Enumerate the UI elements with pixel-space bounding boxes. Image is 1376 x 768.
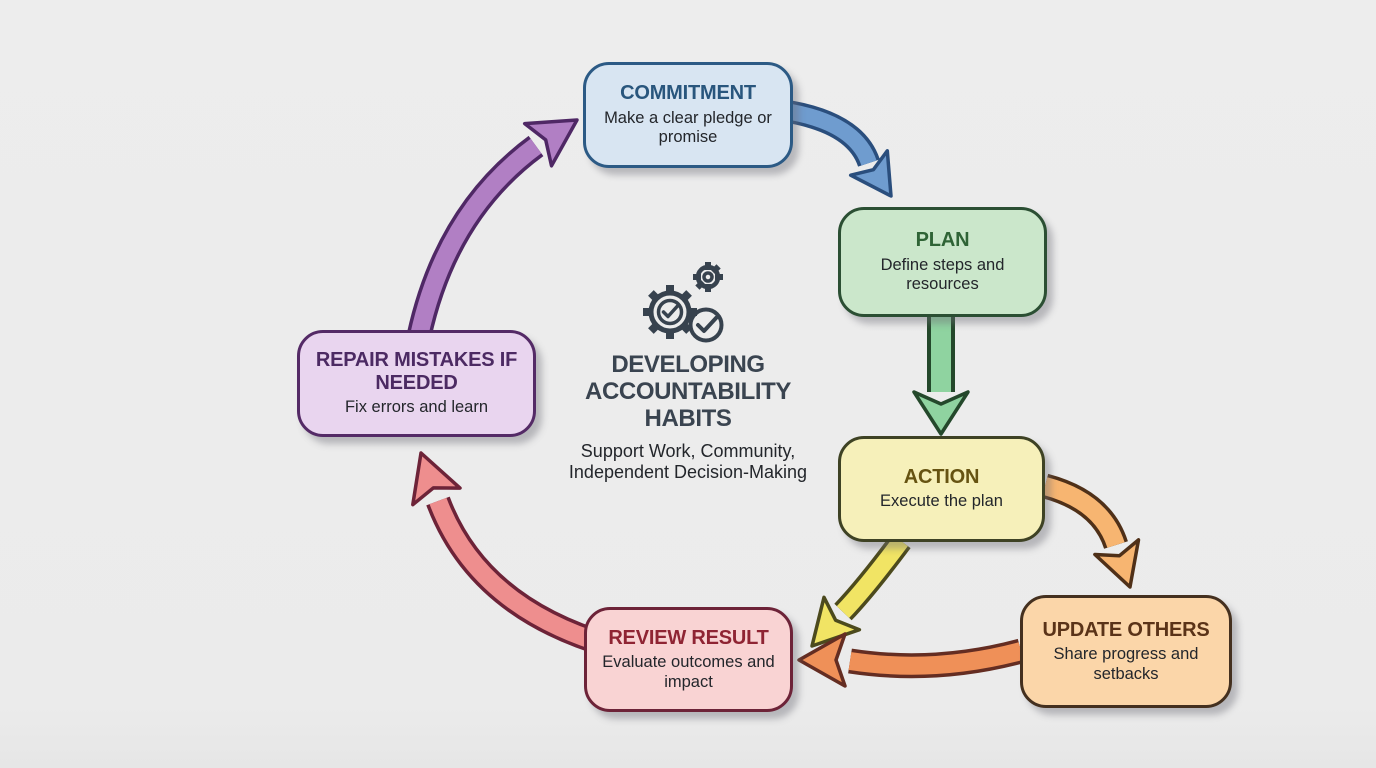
check-circle-icon	[688, 307, 724, 343]
gears-check-icon	[636, 255, 740, 353]
node-review-result-title: REVIEW RESULT	[608, 626, 769, 649]
node-repair-mistakes: REPAIR MISTAKES IF NEEDED Fix errors and…	[297, 330, 536, 437]
node-action: ACTION Execute the plan	[838, 436, 1045, 542]
arrow-action-to-update-others	[1041, 473, 1141, 589]
node-action-subtitle: Execute the plan	[880, 492, 1003, 511]
node-commitment-subtitle: Make a clear pledge or promise	[604, 108, 772, 147]
large-gear-icon	[643, 285, 697, 339]
arrow-update-others-to-review-result	[797, 632, 1025, 688]
node-repair-mistakes-subtitle: Fix errors and learn	[344, 398, 489, 417]
node-commitment-title: COMMITMENT	[620, 82, 756, 105]
node-plan: PLAN Define steps and resources	[838, 207, 1047, 317]
arrow-repair-mistakes-to-commitment	[406, 118, 579, 339]
small-gear-icon	[693, 262, 723, 292]
node-action-title: ACTION	[903, 466, 980, 489]
diagram-subtitle: Support Work, Community, Independent Dec…	[568, 441, 808, 482]
node-plan-subtitle: Define steps and resources	[880, 255, 1005, 294]
diagram-title: DEVELOPING ACCOUNTABILITY HABITS	[585, 351, 791, 432]
arrow-commitment-to-plan	[788, 100, 893, 198]
node-plan-title: PLAN	[915, 229, 970, 252]
node-commitment: COMMITMENT Make a clear pledge or promis…	[583, 62, 793, 168]
node-update-others-subtitle: Share progress and setbacks	[1053, 645, 1199, 683]
arrow-review-result-to-repair-mistakes	[411, 451, 615, 659]
node-review-result-subtitle: Evaluate outcomes and impact	[602, 653, 775, 691]
arrow-action-to-review-result	[810, 533, 911, 648]
node-repair-mistakes-title: REPAIR MISTAKES IF NEEDED	[315, 349, 518, 394]
node-review-result: REVIEW RESULT Evaluate outcomes and impa…	[584, 607, 793, 712]
arrow-plan-to-action	[912, 314, 970, 436]
node-update-others: UPDATE OTHERS Share progress and setback…	[1020, 595, 1232, 708]
node-update-others-title: UPDATE OTHERS	[1042, 618, 1210, 641]
